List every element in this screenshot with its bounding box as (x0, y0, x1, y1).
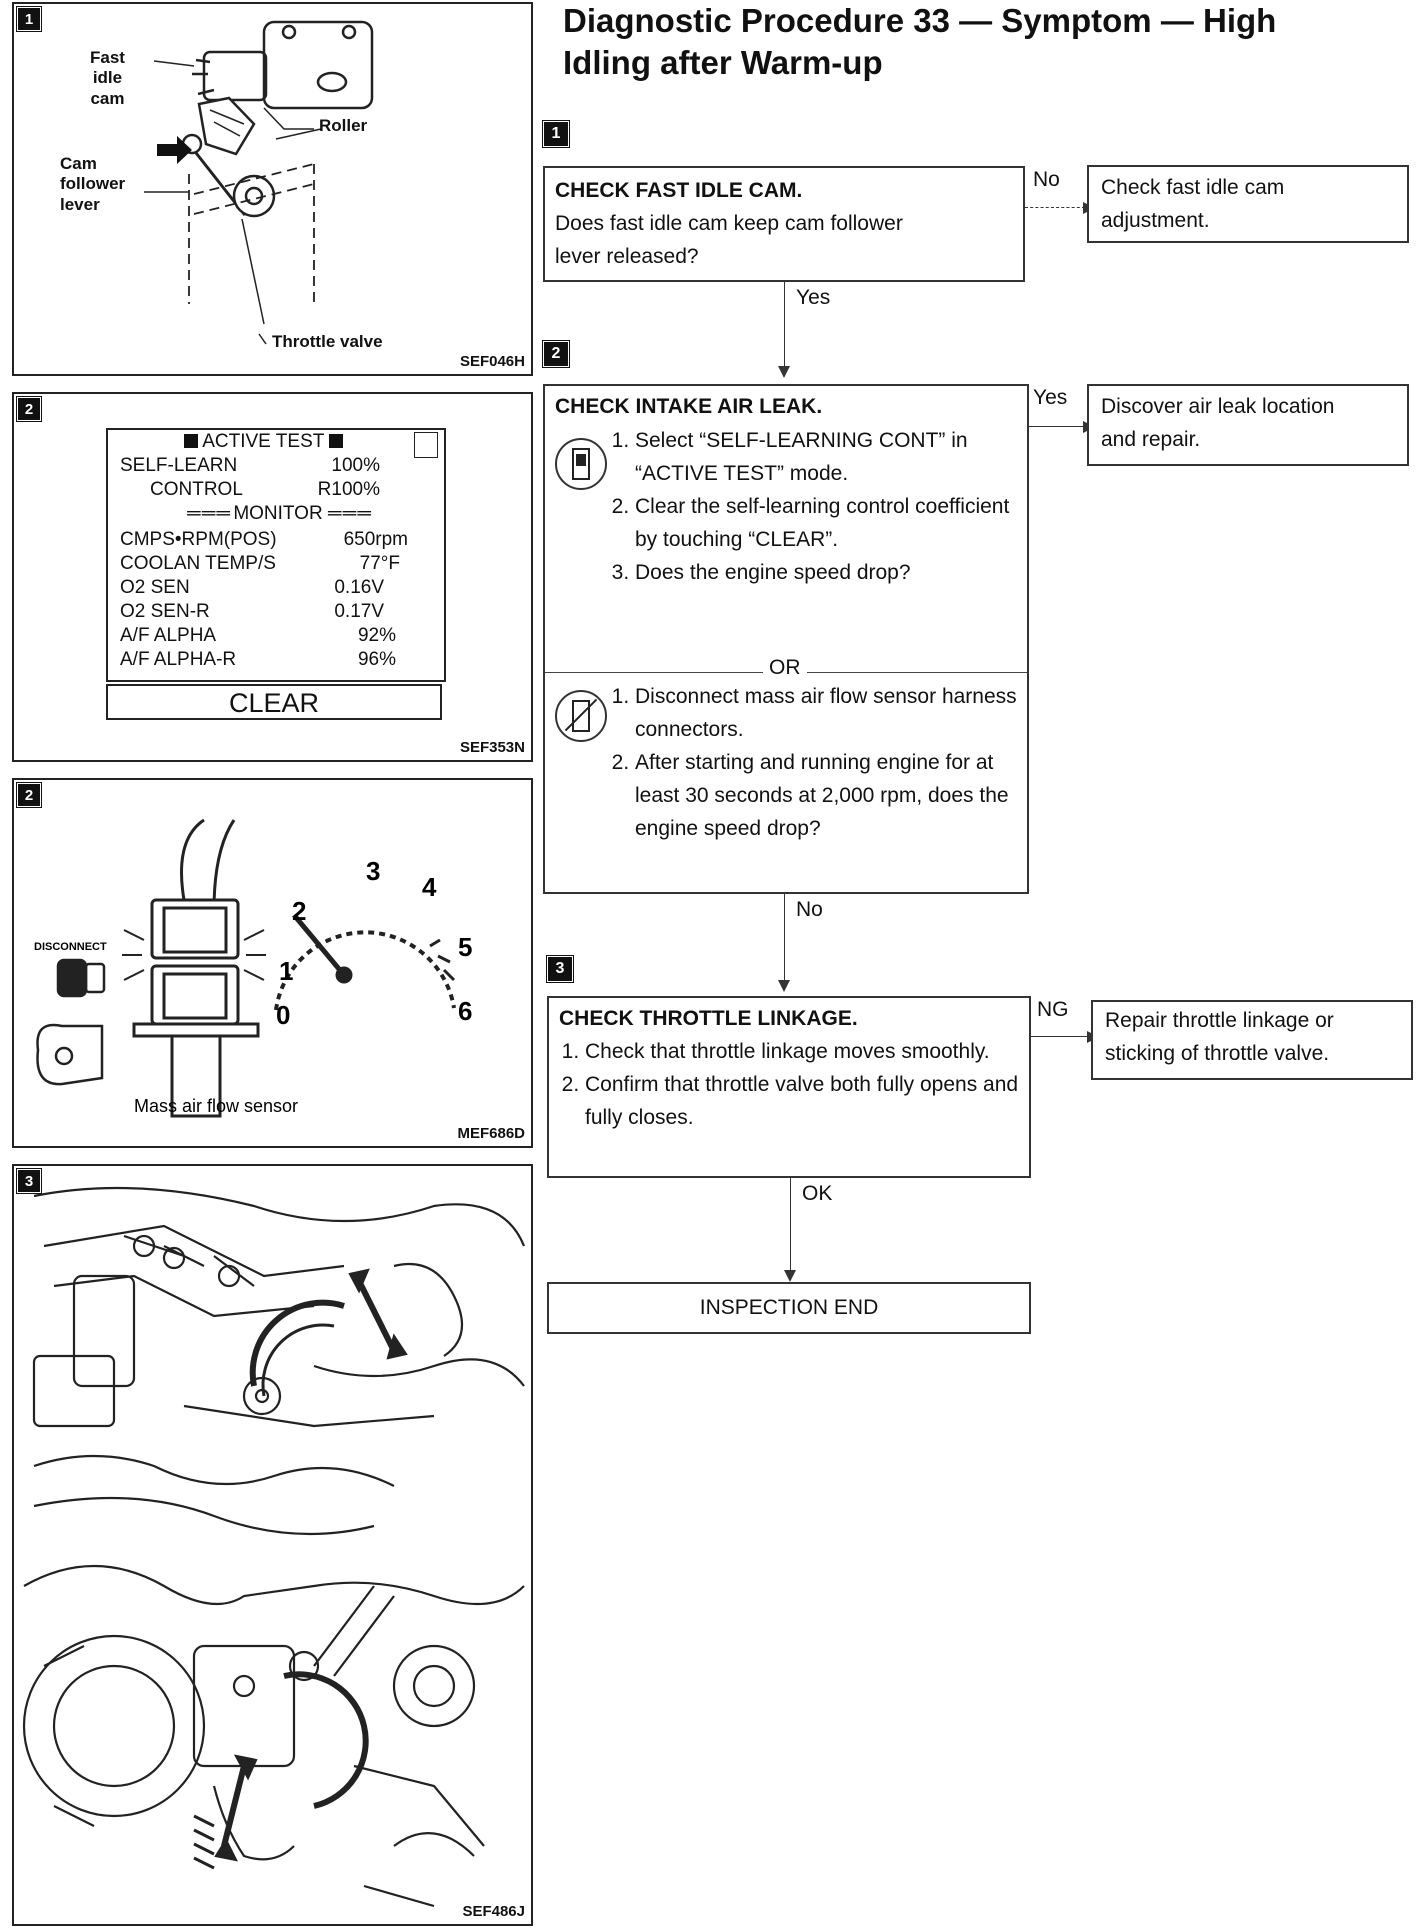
figure-tag: 2 (16, 782, 42, 808)
arrow-down-icon (784, 1270, 796, 1282)
figure-tag: 2 (16, 396, 42, 422)
tach-tick-1: 1 (279, 956, 293, 986)
check-fast-idle-cam-result: Check fast idle cam adjustment. (1087, 165, 1409, 243)
tach-tick-6: 6 (458, 996, 472, 1026)
step2-yes-connector (1029, 426, 1085, 427)
figure-code: SEF353N (459, 739, 525, 756)
step3-heading: CHECK THROTTLE LINKAGE. (559, 1007, 858, 1030)
monitor-row: CMPS•RPM(POS)650rpm (120, 529, 408, 550)
page-title-line-2: Idling after Warm-up (563, 44, 883, 81)
label-cam-follower-lever: Cam follower lever (60, 154, 126, 214)
step2-yes-label: Yes (1033, 386, 1068, 409)
figure-consult-active-test: 2 ACTIVE TEST SELF-LEARN 100% CONTROL R1… (12, 392, 533, 762)
step2-a-item: Clear the self-learning control coeffici… (635, 490, 1025, 556)
square-icon (329, 434, 344, 448)
step2-list-b: Disconnect mass air flow sensor harness … (601, 680, 1025, 845)
step-number-3: 3 (546, 955, 574, 983)
figure-code: MEF686D (457, 1125, 525, 1142)
row-control: CONTROL R100% (150, 479, 380, 500)
inspection-end-box: INSPECTION END (547, 1282, 1031, 1334)
check-fast-idle-cam-box: CHECK FAST IDLE CAM. Does fast idle cam … (543, 166, 1025, 282)
arrow-down-icon (778, 366, 790, 378)
label-fast-idle-cam: Fast idle cam (90, 48, 125, 108)
figure-tag: 1 (16, 6, 42, 32)
check-throttle-linkage-box: CHECK THROTTLE LINKAGE. Check that throt… (547, 996, 1031, 1178)
maf-caption: Mass air flow sensor (134, 1096, 298, 1116)
step2-list-a: Select “SELF-LEARNING CONT” in “ACTIVE T… (601, 424, 1025, 589)
tach-tick-0: 0 (276, 1000, 290, 1030)
step3-list: Check that throttle linkage moves smooth… (559, 1035, 1019, 1134)
step2-b-item: Disconnect mass air flow sensor harness … (635, 680, 1025, 746)
figure-tag: 3 (16, 1168, 42, 1194)
disconnect-label: DISCONNECT (34, 941, 107, 953)
label-roller: Roller (319, 116, 368, 135)
discover-air-leak-result: Discover air leak location and repair. (1087, 384, 1409, 466)
step3-ok-connector (790, 1178, 791, 1272)
step3-item: Confirm that throttle valve both fully o… (585, 1068, 1019, 1134)
figure-fast-idle-cam: 1 Fast (12, 2, 533, 376)
step2-no-connector (784, 894, 785, 980)
scroll-box-icon (414, 432, 438, 458)
maf-sensor-illustration: 0 1 2 3 4 5 6 DISCONNECT Mass air flow s… (34, 818, 472, 1118)
step1-yes-connector (784, 282, 785, 366)
throttle-linkage-illustration (22, 1186, 526, 1908)
tach-tick-4: 4 (422, 872, 437, 902)
step1-heading: CHECK FAST IDLE CAM. (555, 179, 803, 202)
step3-ng-label: NG (1037, 998, 1069, 1021)
arrow-down-icon (778, 980, 790, 992)
page-title: Diagnostic Procedure 33 — Symptom — High… (563, 0, 1276, 84)
repair-throttle-linkage-result: Repair throttle linkage or sticking of t… (1091, 1000, 1413, 1080)
step2-a-item: Select “SELF-LEARNING CONT” in “ACTIVE T… (635, 424, 1025, 490)
consult-icon (555, 438, 607, 490)
page-title-line-1: Diagnostic Procedure 33 — Symptom — High (563, 2, 1277, 39)
check-intake-air-leak-box: CHECK INTAKE AIR LEAK. Select “SELF-LEAR… (543, 384, 1029, 894)
tach-tick-2: 2 (292, 896, 306, 926)
step2-b-item: After starting and running engine for at… (635, 746, 1025, 845)
step2-a-item: Does the engine speed drop? (635, 556, 1025, 589)
figure-code: SEF046H (459, 353, 525, 370)
monitor-divider: ═ ═ ═ MONITOR ═ ═ ═ (187, 503, 371, 524)
step-number-2: 2 (542, 340, 570, 368)
figure-throttle-linkage: 3 (12, 1164, 533, 1926)
label-throttle-valve: Throttle valve (272, 332, 383, 351)
step1-no-connector (1025, 207, 1085, 208)
step1-body-line: lever released? (555, 245, 699, 268)
step3-ok-label: OK (802, 1182, 833, 1205)
step-number-1: 1 (542, 120, 570, 148)
fast-idle-cam-illustration (144, 20, 374, 345)
or-label: OR (763, 656, 807, 680)
step1-body-line: Does fast idle cam keep cam follower (555, 212, 903, 235)
step3-ng-connector (1031, 1036, 1089, 1037)
figure-maf-disconnect: 2 0 1 2 3 4 5 6 (12, 778, 533, 1148)
square-icon (184, 434, 198, 448)
step2-heading: CHECK INTAKE AIR LEAK. (555, 395, 823, 418)
clear-button[interactable]: CLEAR (106, 684, 442, 720)
tach-tick-5: 5 (458, 932, 472, 962)
step1-yes-label: Yes (796, 286, 831, 309)
step1-no-label: No (1033, 168, 1060, 191)
no-tools-icon (555, 690, 607, 742)
figure-code: SEF486J (462, 1903, 525, 1920)
screen-header-label: ACTIVE TEST (202, 431, 325, 452)
screen-header: ACTIVE TEST (184, 430, 344, 454)
step2-no-label: No (796, 898, 823, 921)
consult-screen: ACTIVE TEST SELF-LEARN 100% CONTROL R100… (106, 428, 446, 682)
tach-tick-3: 3 (366, 856, 380, 886)
step3-item: Check that throttle linkage moves smooth… (585, 1035, 1019, 1068)
row-self-learn: SELF-LEARN 100% (120, 455, 380, 476)
tach-scale-labels: 0 1 2 3 4 5 6 (276, 856, 472, 1030)
